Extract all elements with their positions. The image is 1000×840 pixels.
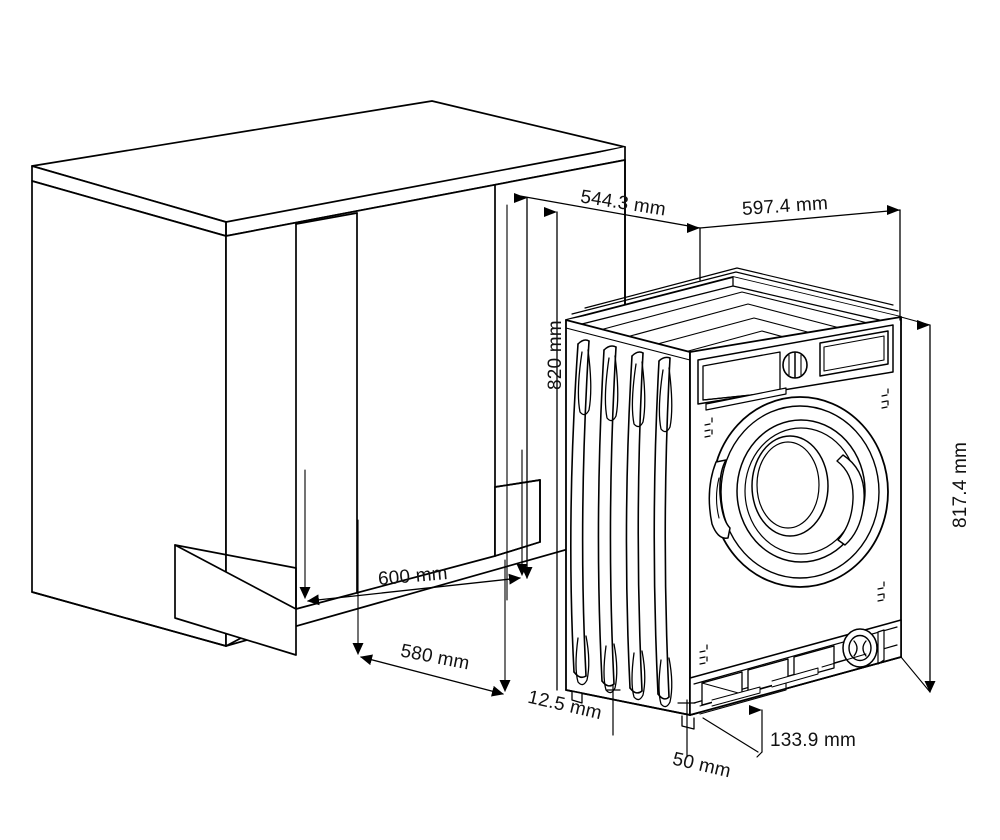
dimension-label-133-9: 133.9 mm <box>770 730 857 751</box>
dimension-label-820: 820 mm <box>545 320 566 390</box>
kitchen-cabinet <box>31 100 626 656</box>
dimension-lines <box>299 193 936 758</box>
washing-machine <box>565 267 902 730</box>
porthole-door <box>708 396 889 588</box>
fixing-marks <box>699 388 889 665</box>
dimension-label-817: 817.4 mm <box>950 441 971 528</box>
